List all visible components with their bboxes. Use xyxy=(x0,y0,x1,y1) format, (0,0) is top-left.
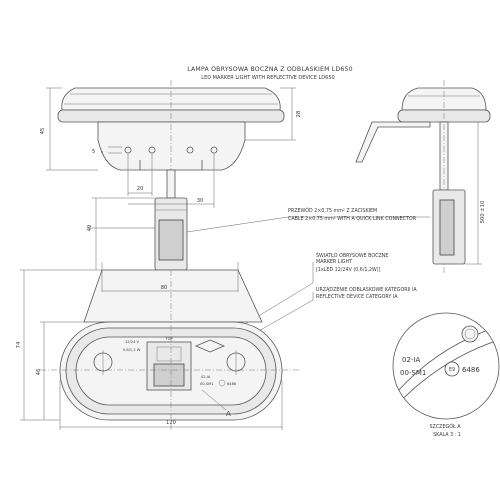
dim-120: 120 xyxy=(166,420,176,426)
dim-5: 5 xyxy=(92,149,95,155)
front-bracket-plate xyxy=(97,121,246,171)
marking-power: 0,6/1,2 W xyxy=(123,348,141,352)
dim-74: 74 xyxy=(16,341,22,348)
detail-approval: 6486 xyxy=(462,366,480,374)
marking-top: TOP xyxy=(164,337,173,341)
mounting-hole-3 xyxy=(186,146,194,154)
marking-e-circle xyxy=(218,379,226,387)
side-bracket xyxy=(355,121,431,163)
title-polish: LAMPA OBRYSOWA BOCZNA Z ODBLASKIEM LD650 xyxy=(187,66,353,73)
side-view: 500 ±10 xyxy=(355,80,491,275)
front-view xyxy=(57,80,285,275)
detail-e-circle xyxy=(444,361,460,377)
detail-a: 02-IA 00-SM1 E9 6486 SZCZEGÓŁ A SKALA 3 … xyxy=(392,312,500,438)
detail-e-mark: E9 xyxy=(449,367,455,373)
dim-30: 30 xyxy=(197,198,204,204)
detail-scale: SKALA 3 : 1 xyxy=(433,432,461,438)
cable-callout: PRZEWÓD 2×0,75 mm² Z ZACISKIEM CABLE 2×0… xyxy=(186,207,430,233)
dim-28: 28 xyxy=(296,111,302,118)
marking-voltage: 12/24 V xyxy=(125,340,139,344)
plan-bracket xyxy=(83,269,263,323)
light-label-en: MARKER LIGHT xyxy=(316,259,352,265)
dim-46: 46 xyxy=(36,369,42,376)
marking-approval: 6486 xyxy=(227,382,237,386)
plan-view-dimensions: 80 74 46 120 xyxy=(16,262,283,430)
approval-diamond xyxy=(194,339,226,353)
marking-code1: 02-IA xyxy=(201,375,211,379)
light-label-pl: ŚWIATŁO OBRYSOWE BOCZNE xyxy=(316,252,388,259)
dim-500: 500 ±10 xyxy=(480,201,486,224)
front-cable xyxy=(166,169,176,199)
dim-45: 45 xyxy=(40,128,46,135)
reflector-callout: URZĄDZENIE ODBLASKOWE KATEGORII IA REFLE… xyxy=(242,287,417,341)
reflector-label-en: REFLECTIVE DEVICE CATEGORY IA xyxy=(316,294,398,300)
section-letter-a: A xyxy=(226,410,231,418)
reflector-label-pl: URZĄDZENIE ODBLASKOWE KATEGORII IA xyxy=(316,287,417,293)
detail-circle xyxy=(392,312,500,420)
plan-view: TOP 12/24 V 0,6/1,2 W 02-IA 00-SM1 6486 … xyxy=(40,269,300,430)
detail-code2: 00-SM1 xyxy=(400,369,426,377)
detail-label: SZCZEGÓŁ A xyxy=(430,423,462,430)
title-english: LED MARKER LIGHT WITH REFLECTIVE DEVICE … xyxy=(201,75,334,81)
dim-80: 80 xyxy=(161,285,168,291)
light-spec: [1xLED 12/24V (0,6/1,2W)] xyxy=(316,267,381,273)
svg-text:x: x xyxy=(101,150,104,154)
marking-code2: 00-SM1 xyxy=(200,382,214,386)
front-view-dimensions: 45 28 5 x 20 30 49 xyxy=(40,87,302,270)
cable-label-pl: PRZEWÓD 2×0,75 mm² Z ZACISKIEM xyxy=(288,207,377,214)
cable-label-en: CABLE 2×0,75 mm² WITH A QUICK LINK CONNE… xyxy=(288,216,417,222)
dim-20: 20 xyxy=(137,186,144,192)
detail-code1: 02-IA xyxy=(402,356,420,364)
